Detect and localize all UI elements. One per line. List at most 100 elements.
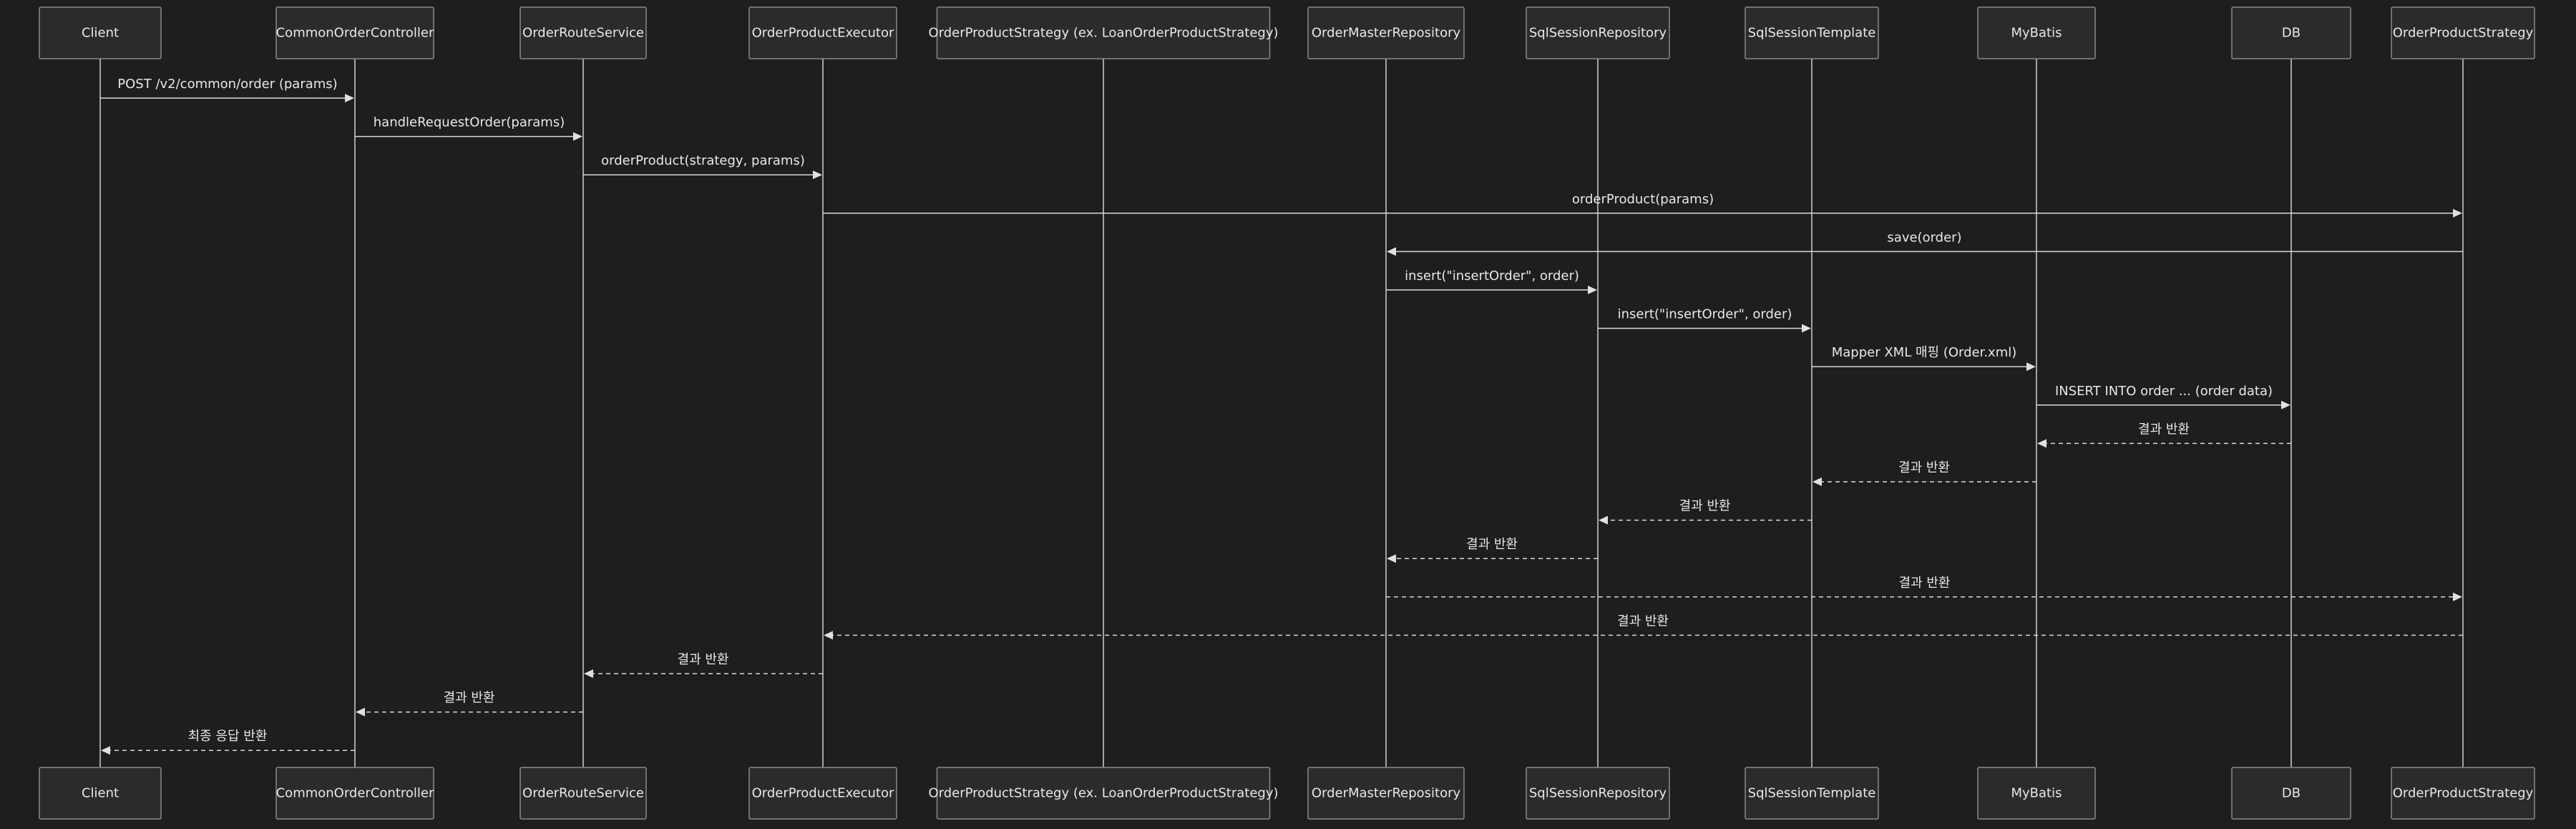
participant-client-bottom: Client xyxy=(39,767,162,820)
participant-label: DB xyxy=(2282,26,2301,41)
message-label: 결과 반환 xyxy=(1899,576,1951,591)
message-7: insert("insertOrder", order) xyxy=(1598,307,1811,333)
participant-sqlrepo-bottom: SqlSessionRepository xyxy=(1526,767,1670,820)
arrowhead-icon xyxy=(2037,439,2046,448)
participant-label: OrderProductExecutor xyxy=(752,26,894,41)
message-17: 결과 반환 xyxy=(356,691,583,717)
participant-masterrepo-top: OrderMasterRepository xyxy=(1307,6,1465,59)
arrowhead-icon xyxy=(2453,592,2462,601)
message-label: INSERT INTO order ... (order data) xyxy=(2055,384,2273,399)
message-label: 결과 반환 xyxy=(444,691,495,706)
participant-box xyxy=(2231,767,2351,820)
participant-box xyxy=(748,6,897,59)
participant-controller-bottom: CommonOrderController xyxy=(275,767,434,820)
participant-executor-top: OrderProductExecutor xyxy=(748,6,897,59)
message-1: POST /v2/common/order (params) xyxy=(100,77,354,102)
message-10: 결과 반환 xyxy=(2037,422,2291,448)
message-12: 결과 반환 xyxy=(1599,499,1812,525)
message-label: 결과 반환 xyxy=(1679,499,1731,514)
arrowhead-icon xyxy=(1599,515,1608,525)
message-label: orderProduct(params) xyxy=(1572,192,1714,207)
message-2: handleRequestOrder(params) xyxy=(355,115,582,141)
arrowhead-icon xyxy=(2281,400,2290,409)
participant-executor-bottom: OrderProductExecutor xyxy=(748,767,897,820)
message-label: 최종 응답 반환 xyxy=(188,729,268,744)
message-3: orderProduct(strategy, params) xyxy=(583,153,822,180)
message-6: insert("insertOrder", order) xyxy=(1386,268,1597,294)
participant-box xyxy=(1977,6,2096,59)
message-label: 결과 반환 xyxy=(678,652,729,667)
participant-sqltemplate-bottom: SqlSessionTemplate xyxy=(1745,767,1879,820)
arrowhead-icon xyxy=(1387,554,1396,563)
participant-label: OrderMasterRepository xyxy=(1312,786,1461,801)
message-label: 결과 반환 xyxy=(1617,614,1669,629)
participant-strategyex-top: OrderProductStrategy (ex. LoanOrderProdu… xyxy=(928,6,1279,59)
participant-box xyxy=(936,767,1271,820)
message-11: 결과 반환 xyxy=(1813,460,2036,486)
participant-box xyxy=(1307,6,1465,59)
participant-box xyxy=(748,767,897,820)
participant-label: SqlSessionTemplate xyxy=(1748,26,1876,41)
message-label: save(order) xyxy=(1887,230,1961,245)
participant-box xyxy=(936,6,1271,59)
participant-label: SqlSessionRepository xyxy=(1529,786,1667,801)
participant-label: MyBatis xyxy=(2011,26,2062,41)
participant-box xyxy=(519,767,647,820)
arrowhead-icon xyxy=(101,746,110,755)
message-label: handleRequestOrder(params) xyxy=(374,115,565,130)
participant-label: MyBatis xyxy=(2011,786,2062,801)
message-8: Mapper XML 매핑 (Order.xml) xyxy=(1812,345,2036,372)
participant-box xyxy=(2391,6,2535,59)
message-9: INSERT INTO order ... (order data) xyxy=(2036,384,2290,409)
participant-label: OrderProductExecutor xyxy=(752,786,894,801)
participant-box xyxy=(2391,767,2535,820)
arrowhead-icon xyxy=(1387,247,1396,256)
message-13: 결과 반환 xyxy=(1387,537,1598,563)
arrowhead-icon xyxy=(1802,324,1811,333)
arrowhead-icon xyxy=(2453,208,2462,218)
participant-box xyxy=(1745,6,1879,59)
participant-box xyxy=(1307,767,1465,820)
participant-client-top: Client xyxy=(39,6,162,59)
arrowhead-icon xyxy=(356,707,365,717)
arrowhead-icon xyxy=(573,132,582,141)
participant-strategy-top: OrderProductStrategy xyxy=(2391,6,2535,59)
participant-box xyxy=(1526,6,1670,59)
message-label: insert("insertOrder", order) xyxy=(1405,268,1579,283)
participant-box xyxy=(275,6,434,59)
participant-label: OrderProductStrategy (ex. LoanOrderProdu… xyxy=(928,786,1278,801)
participant-mybatis-bottom: MyBatis xyxy=(1977,767,2096,820)
participant-sqltemplate-top: SqlSessionTemplate xyxy=(1745,6,1879,59)
message-label: Mapper XML 매핑 (Order.xml) xyxy=(1832,345,2017,360)
arrowhead-icon xyxy=(2026,362,2036,372)
participant-mybatis-top: MyBatis xyxy=(1977,6,2096,59)
participant-controller-top: CommonOrderController xyxy=(275,6,434,59)
participant-db-top: DB xyxy=(2231,6,2351,59)
participant-db-bottom: DB xyxy=(2231,767,2351,820)
participant-label: SqlSessionTemplate xyxy=(1748,786,1876,801)
message-label: orderProduct(strategy, params) xyxy=(601,153,805,168)
message-5: save(order) xyxy=(1387,230,2463,256)
participant-masterrepo-bottom: OrderMasterRepository xyxy=(1307,767,1465,820)
participant-label: OrderMasterRepository xyxy=(1312,26,1461,41)
message-16: 결과 반환 xyxy=(584,652,823,678)
participant-strategy-bottom: OrderProductStrategy xyxy=(2391,767,2535,820)
message-label: 결과 반환 xyxy=(1466,537,1518,552)
participant-label: OrderProductStrategy (ex. LoanOrderProdu… xyxy=(928,26,1278,41)
participant-label: OrderRouteService xyxy=(522,26,644,41)
arrowhead-icon xyxy=(1813,477,1822,486)
participant-route-bottom: OrderRouteService xyxy=(519,767,647,820)
arrowhead-icon xyxy=(345,94,354,102)
message-label: insert("insertOrder", order) xyxy=(1618,307,1792,322)
message-label: 결과 반환 xyxy=(1898,460,1950,475)
lifelines-layer xyxy=(99,59,2464,767)
participant-header-row: Client CommonOrderController OrderRouteSer… xyxy=(39,6,2535,59)
message-14: 결과 반환 xyxy=(1386,576,2462,601)
arrowhead-icon xyxy=(813,170,822,180)
participant-label: OrderProductStrategy xyxy=(2393,26,2534,41)
message-label: 결과 반환 xyxy=(2138,422,2190,437)
participant-box xyxy=(1526,767,1670,820)
message-label: POST /v2/common/order (params) xyxy=(117,77,337,92)
arrowhead-icon xyxy=(824,631,833,640)
